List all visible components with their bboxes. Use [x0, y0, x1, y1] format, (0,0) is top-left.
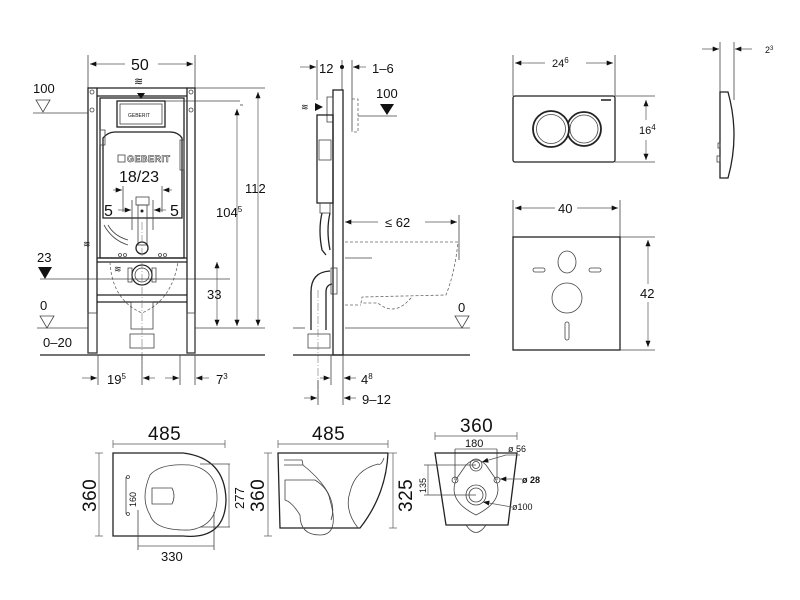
plate-thickness-label: 23 — [765, 45, 774, 55]
actuator-brand-text: GEBERIT — [128, 113, 150, 119]
side-length-label: 485 — [312, 424, 345, 445]
total-height-label: 112 — [245, 181, 266, 196]
bowl-side-view: 485 360 325 — [248, 424, 417, 537]
pad-height-label: 42 — [640, 286, 654, 301]
svg-text:GEBERIT: GEBERIT — [127, 154, 171, 164]
top-width-label: 360 — [80, 479, 101, 512]
drain-flow-icon: ≋ — [114, 264, 122, 274]
frame-side-view: 12 1–6 ≋ 100 ≤ 62 0 — [293, 60, 470, 407]
water-inlet-icon: ≋ — [134, 76, 143, 88]
frame-width-label: 50 — [131, 57, 149, 74]
rim-height-label: 325 — [396, 479, 417, 512]
level-100-label: 100 — [33, 81, 55, 96]
top-length-label: 485 — [148, 424, 181, 445]
side-bottom-b-label: 9–12 — [362, 392, 391, 407]
floor-range-label: 0–20 — [43, 335, 72, 350]
offset-left-label: 5 — [104, 203, 113, 220]
seat-length-label: 330 — [161, 549, 183, 564]
level-0-label: 0 — [40, 298, 47, 313]
drain-height-label: 33 — [207, 287, 221, 302]
flush-plate-front: 246 164 — [512, 55, 656, 163]
insulation-pad: 40 42 — [512, 200, 655, 351]
side-level-0-label: 0 — [458, 300, 465, 315]
bottom-right-offset-label: 73 — [216, 372, 228, 387]
water-flow-icon: ≋ — [83, 239, 91, 249]
projection-label: ≤ 62 — [385, 215, 410, 230]
pad-width-label: 40 — [558, 201, 572, 216]
wall-range-label: 1–6 — [372, 61, 394, 76]
plate-width-label: 246 — [552, 56, 569, 70]
side-depth-label: 12 — [319, 61, 333, 76]
bowl-back-view: 360 180 135 ø 56 ø 28 ø100 — [418, 416, 540, 533]
back-width-label: 360 — [460, 416, 493, 437]
side-bottom-a-label: 48 — [361, 372, 373, 387]
outlet-diameter-label: ø100 — [512, 502, 533, 512]
offset-right-label: 5 — [170, 203, 179, 220]
side-level-100-label: 100 — [376, 86, 398, 101]
actuator-height-label: 1045 — [216, 205, 243, 220]
level-23-label: 23 — [37, 250, 51, 265]
bottom-left-offset-label: 195 — [107, 372, 126, 387]
geberit-logo: GEBERIT — [117, 154, 171, 164]
side-water-inlet-icon: ≋ — [301, 102, 309, 112]
bolt-spacing-label: 160 — [128, 492, 138, 507]
inlet-outlet-distance-label: 135 — [418, 478, 428, 493]
inlet-diameter-label: ø 56 — [508, 444, 526, 454]
flush-plate-side: 23 — [702, 42, 774, 179]
back-bolt-spacing-label: 180 — [465, 438, 483, 450]
side-height-label: 360 — [248, 479, 269, 512]
bolt-diameter-label: ø 28 — [522, 475, 540, 485]
plate-height-label: 164 — [639, 123, 656, 137]
bowl-top-view: 485 160 360 277 330 — [80, 424, 247, 564]
frame-front-view: 50 ≋ GEBERIT GEBERIT 18/23 5 5 — [33, 55, 266, 387]
seat-width-label: 277 — [232, 487, 247, 509]
cistern-capacity-label: 18/23 — [119, 169, 159, 186]
